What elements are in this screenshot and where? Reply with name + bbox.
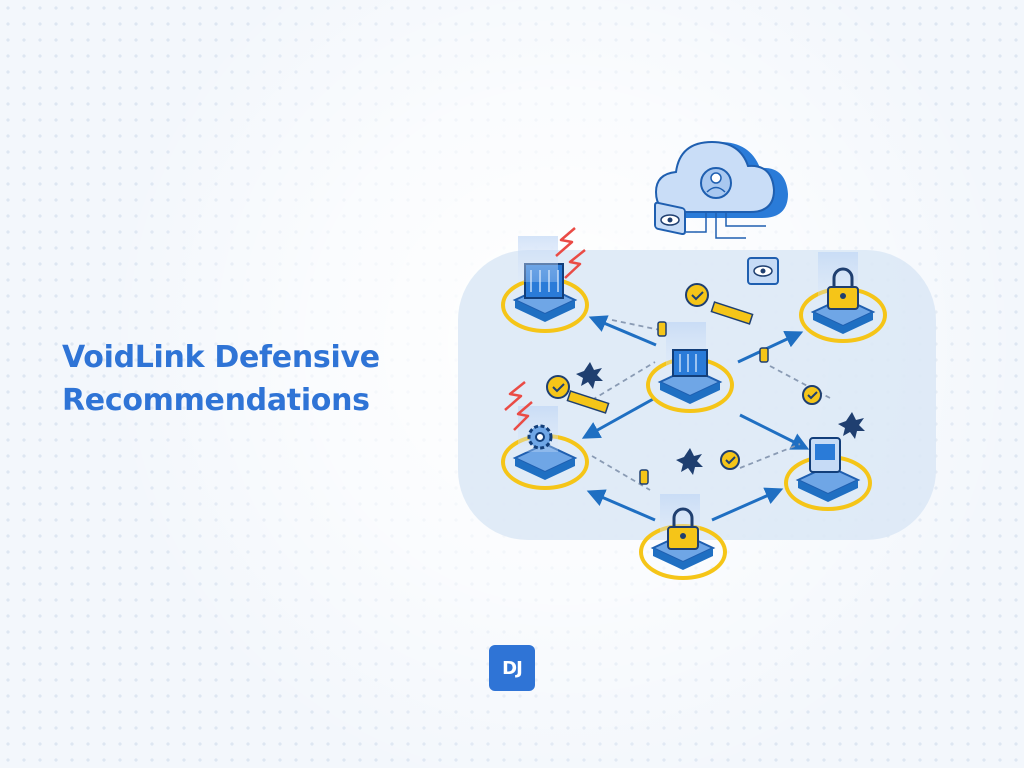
title-line-1: VoidLink Defensive: [62, 340, 380, 375]
connector-pins: [639, 321, 769, 485]
node-padlock-bottom: [639, 494, 727, 580]
connection-arrows: [581, 315, 810, 522]
page-title: VoidLink Defensive Recommendations: [62, 336, 462, 422]
cloud-user-icon: [654, 140, 788, 239]
title-line-2: Recommendations: [62, 383, 370, 418]
node-padlock-top: [799, 252, 887, 343]
lightning-bolt-icon: [504, 227, 586, 431]
dj-logo[interactable]: DJ: [489, 645, 535, 691]
barrier-icon: [566, 301, 754, 414]
node-monitor: [784, 437, 872, 511]
node-server: [501, 236, 589, 333]
node-settings: [501, 406, 589, 490]
eye-monitor-icon: [747, 257, 779, 285]
burst-icon: [576, 362, 865, 475]
network-security-illustration: [458, 140, 936, 580]
eye-monitor-icon: [654, 201, 686, 236]
node-firewall-center: [646, 322, 734, 413]
checkmark-badge-icon: [546, 283, 822, 470]
